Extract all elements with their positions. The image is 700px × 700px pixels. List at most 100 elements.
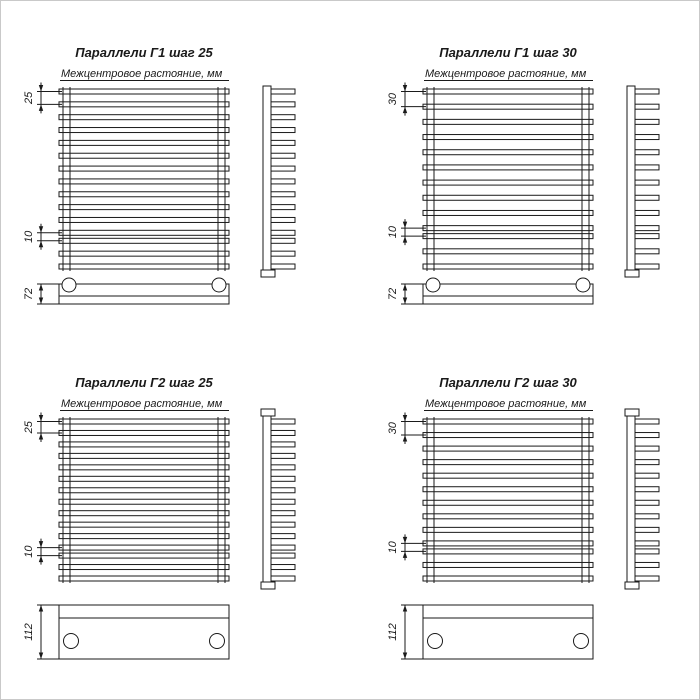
side-tooth <box>270 127 296 134</box>
rung <box>422 561 594 568</box>
rung <box>58 475 230 482</box>
side-tooth <box>270 139 296 146</box>
side-tooth <box>270 464 296 471</box>
side-tooth <box>634 540 660 547</box>
side-tooth <box>634 149 660 156</box>
rung <box>58 464 230 471</box>
dim-arrow <box>402 551 408 558</box>
rung <box>58 452 230 459</box>
side-tooth <box>634 225 660 232</box>
rung <box>58 178 230 185</box>
dim-arrow <box>402 221 408 229</box>
side-tooth <box>270 216 296 223</box>
collector <box>58 604 230 660</box>
side-tooth <box>270 429 296 436</box>
panel-subtitle: Межцентровое растояние, мм <box>425 398 587 410</box>
rung <box>422 575 594 582</box>
dim-arrow <box>38 541 44 548</box>
dim-label: 25 <box>23 420 35 434</box>
side-tooth <box>270 533 296 540</box>
rung <box>422 513 594 520</box>
rung <box>422 233 594 240</box>
collector-body <box>58 283 230 305</box>
dim-arrow <box>38 432 44 440</box>
rung <box>58 127 230 134</box>
rung <box>58 521 230 528</box>
collector-pipe <box>575 277 591 293</box>
rung <box>422 445 594 452</box>
collector-pipe <box>573 633 589 649</box>
rung <box>422 248 594 255</box>
dim-arrow <box>402 85 408 92</box>
dim-arrow <box>402 536 408 544</box>
rung <box>58 564 230 571</box>
side-tooth <box>270 452 296 459</box>
rung <box>422 432 594 439</box>
dim-arrow <box>402 415 408 422</box>
side-tooth <box>270 487 296 494</box>
side-head <box>624 408 640 417</box>
front-view <box>58 417 230 583</box>
side-foot <box>624 581 640 590</box>
side-tooth <box>270 191 296 198</box>
side-head <box>260 408 276 417</box>
collector-pipe <box>211 277 227 293</box>
rung <box>422 486 594 493</box>
panel-4: Параллели Г2 шаг 30 Межцентровое растояни… <box>387 375 660 660</box>
panel-title: Параллели Г2 шаг 25 <box>75 375 213 390</box>
rung <box>422 164 594 171</box>
side-tooth <box>634 179 660 186</box>
side-tooth <box>270 250 296 257</box>
side-tooth <box>634 432 660 439</box>
side-tooth <box>634 209 660 216</box>
side-tooth <box>634 248 660 255</box>
side-tooth <box>270 475 296 482</box>
rung <box>422 526 594 533</box>
side-view <box>624 408 660 590</box>
side-tooth <box>270 114 296 121</box>
dim-arrow <box>402 284 408 291</box>
rung <box>422 418 594 425</box>
dim-label: 10 <box>23 230 35 243</box>
rung <box>58 114 230 121</box>
side-tooth <box>634 548 660 555</box>
rung <box>58 237 230 244</box>
collector-pipe <box>209 633 225 649</box>
panel-subtitle: Межцентровое растояние, мм <box>61 68 223 80</box>
dim-arrow <box>38 85 44 92</box>
front-view <box>422 417 594 583</box>
dim-arrow <box>402 236 408 243</box>
side-tooth <box>270 101 296 108</box>
side-tooth <box>270 564 296 571</box>
side-tooth <box>634 561 660 568</box>
dim-arrow <box>38 652 44 659</box>
dim-label: 10 <box>387 225 399 238</box>
rung <box>58 139 230 146</box>
dim-arrow <box>38 297 44 304</box>
dim-arrow <box>38 240 44 248</box>
panel-subtitle: Межцентровое растояние, мм <box>61 398 223 410</box>
collector <box>422 277 594 305</box>
side-tooth <box>270 229 296 236</box>
side-tooth <box>634 575 660 582</box>
collector-pipe <box>427 633 443 649</box>
dim-label: 30 <box>387 92 399 105</box>
rung <box>58 101 230 108</box>
collector-pipe <box>425 277 441 293</box>
side-tooth <box>270 88 296 95</box>
dim-arrow <box>38 104 44 111</box>
panel-title: Параллели Г2 шаг 30 <box>439 375 577 390</box>
rung <box>58 204 230 211</box>
rung <box>422 459 594 466</box>
side-tooth <box>634 445 660 452</box>
side-tooth <box>634 263 660 270</box>
side-tooth <box>270 178 296 185</box>
side-tooth <box>634 472 660 479</box>
dim-label: 30 <box>387 421 399 434</box>
dim-arrow <box>402 605 408 612</box>
side-tooth <box>634 118 660 125</box>
rung <box>58 152 230 159</box>
collector-pipe <box>61 277 77 293</box>
rung <box>422 179 594 186</box>
